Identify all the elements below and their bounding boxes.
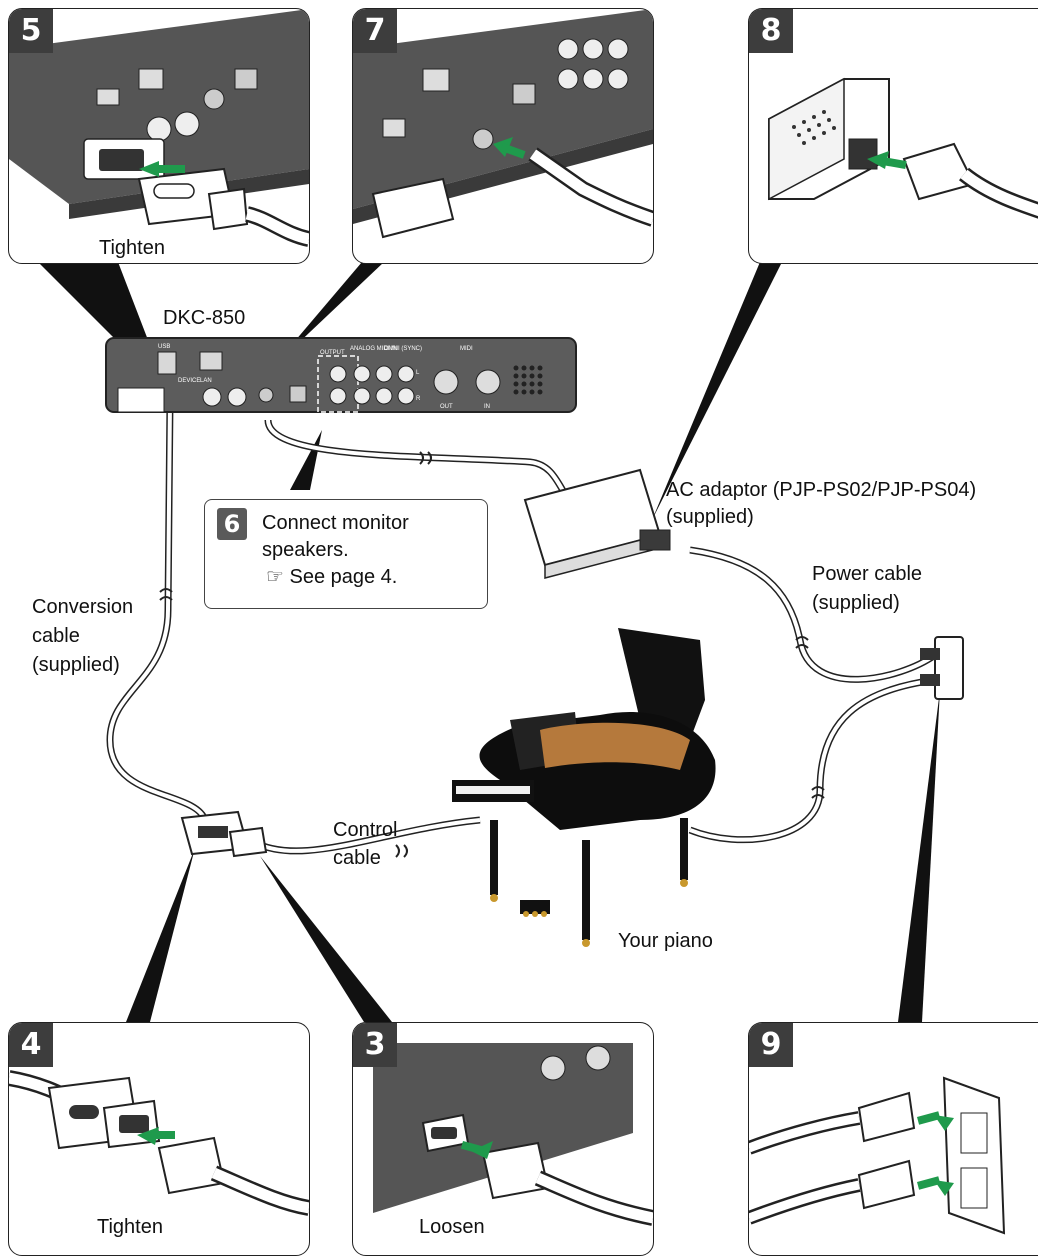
wedge-panel9 [898, 690, 940, 1022]
callout-step-6: 6 Connect monitor speakers. ☞ See page 4… [204, 499, 488, 609]
ac-adaptor [523, 468, 671, 579]
port-to-host: TO HOST [286, 416, 313, 422]
callout-6-line1: Connect monitor [262, 512, 409, 534]
step5-art [9, 9, 309, 247]
step-5-badge: 5 [9, 9, 53, 53]
port-in: IN [484, 404, 490, 410]
power-cable-label: Power cable [812, 563, 923, 585]
step-9-badge: 9 [749, 1023, 793, 1067]
dkc850-unit [105, 337, 577, 413]
step4-art [9, 1070, 309, 1216]
wedge-panel8 [652, 262, 782, 520]
tighten-label-2: Tighten [97, 1216, 163, 1238]
port-out: OUT [440, 404, 453, 410]
power-cable-supplied: (supplied) [812, 592, 900, 614]
conversion-cable-label: cable [32, 625, 80, 647]
conversion-label: Conversion [32, 596, 134, 618]
ac-adaptor-supplied: (supplied) [666, 506, 754, 528]
step-3-badge: 3 [353, 1023, 397, 1067]
loosen-label: Loosen [419, 1216, 485, 1238]
ac-adaptor-label: AC adaptor (PJP-PS02/PJP-PS04) [666, 479, 977, 501]
conversion-connector [180, 810, 268, 858]
panel-step-3: 3 Loosen [352, 1022, 654, 1256]
wedge-callout6 [290, 430, 322, 490]
control-cable-label: cable [333, 847, 381, 869]
wall-outlet [934, 636, 964, 700]
conversion-supplied: (supplied) [32, 654, 120, 676]
port-r: R [416, 396, 421, 402]
port-lan: LAN [200, 378, 212, 384]
panel-step-8: 8 [748, 8, 1038, 264]
port-l: L [416, 370, 420, 376]
see-page-link[interactable]: ☞ See page 4. [266, 566, 398, 588]
panel-step-9: 9 [748, 1022, 1038, 1256]
your-piano-label: Your piano [618, 930, 713, 952]
port-device: DEVICE [178, 378, 200, 384]
port-usb-device: USB [158, 344, 170, 350]
device-model-label: DKC-850 [163, 307, 246, 329]
step-4-badge: 4 [9, 1023, 53, 1067]
port-midi: MIDI [460, 346, 473, 352]
step7-art [353, 9, 653, 239]
step-7-badge: 7 [353, 9, 397, 53]
step-6-badge: 6 [217, 508, 247, 540]
step8-art [768, 77, 1038, 219]
callout-6-line2: speakers. [262, 539, 349, 561]
panel-step-4: 4 Tighten [8, 1022, 310, 1256]
port-analog-midi-in: ANALOG MIDI IN [350, 346, 397, 352]
panel-step-7: 7 [352, 8, 654, 264]
wedge-panel4 [126, 848, 195, 1022]
step3-art [373, 1043, 653, 1226]
port-output: OUTPUT [320, 350, 345, 356]
step-8-badge: 8 [749, 9, 793, 53]
port-omni-sync: OMNI (SYNC) [384, 346, 422, 352]
port-to-piano: TO PIANO [182, 416, 211, 422]
panel-step-5: 5 Tighten [8, 8, 310, 264]
wedge-panel3 [260, 856, 392, 1022]
step9-art [749, 1076, 1006, 1235]
control-label: Control [333, 819, 398, 841]
callout-6-text: Connect monitor speakers. ☞ See page 4. [262, 510, 409, 591]
port-dc-in: DC-IN 12V [252, 416, 281, 422]
tighten-label: Tighten [99, 237, 165, 259]
grand-piano [452, 628, 716, 947]
